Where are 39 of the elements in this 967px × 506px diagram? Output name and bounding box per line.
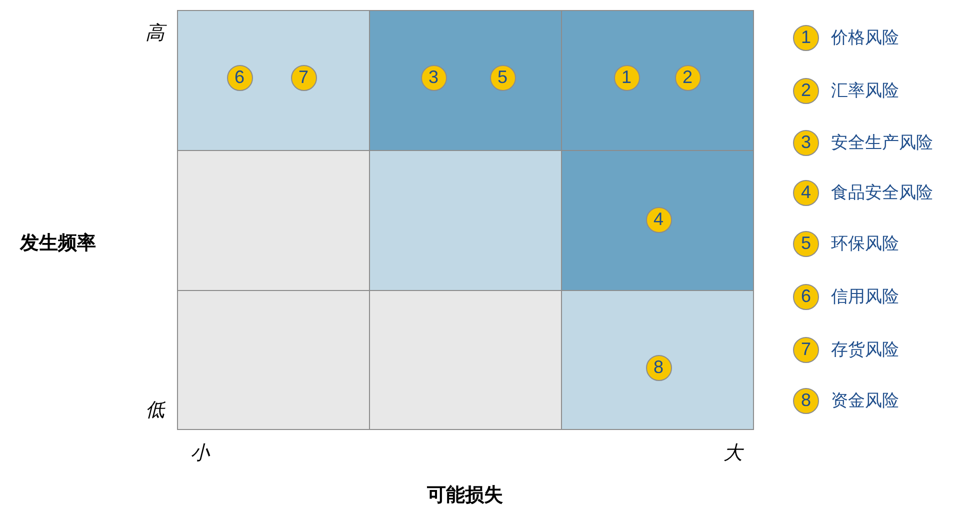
legend-text: 汇率风险	[831, 81, 899, 101]
axis-end-label: 小	[190, 441, 210, 466]
legend-text: 价格风险	[831, 28, 899, 48]
number-circle: 8	[793, 388, 819, 414]
number-circle: 6	[226, 64, 252, 90]
number-circle: 8	[646, 354, 672, 380]
number-circle: 6	[793, 284, 819, 310]
number-circle: 5	[490, 64, 516, 90]
number-circle: 4	[646, 206, 672, 232]
number-circle: 3	[793, 130, 819, 156]
axis-end-label: 高	[146, 20, 164, 46]
number-circle: 7	[793, 337, 819, 363]
number-circle: 1	[614, 64, 640, 90]
number-circle: 2	[793, 78, 819, 104]
matrix-cell	[369, 290, 562, 430]
axis-end-label: 大	[724, 441, 742, 466]
axis-end-label: 低	[146, 398, 164, 423]
axis-title: 可能损失	[427, 483, 503, 506]
legend-text: 食品安全风险	[831, 183, 933, 203]
matrix-cell	[177, 290, 370, 430]
legend-text: 安全生产风险	[831, 133, 933, 153]
matrix-cell	[369, 10, 562, 151]
number-circle: 5	[793, 231, 819, 257]
matrix-cell	[561, 290, 754, 430]
number-circle: 7	[290, 64, 316, 90]
legend-text: 信用风险	[831, 287, 899, 307]
legend-text: 环保风险	[831, 234, 899, 254]
matrix-cell	[561, 10, 754, 151]
axis-title: 发生频率	[20, 231, 96, 256]
matrix-cell	[561, 150, 754, 291]
matrix-cell	[177, 10, 370, 151]
number-circle: 4	[793, 180, 819, 206]
legend-text: 存货风险	[831, 340, 899, 360]
legend-text: 资金风险	[831, 391, 899, 411]
number-circle: 1	[793, 25, 819, 51]
number-circle: 3	[420, 64, 446, 90]
matrix-cell	[177, 150, 370, 291]
matrix-cell	[369, 150, 562, 291]
number-circle: 2	[674, 64, 700, 90]
